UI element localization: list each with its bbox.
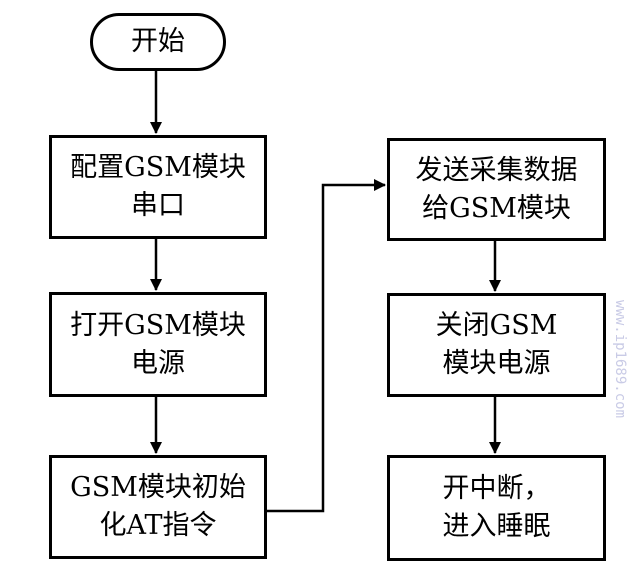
node-line: 开中断， (442, 473, 551, 504)
node-line: 给GSM模块 (422, 192, 571, 224)
edge-init-to-send (267, 179, 386, 513)
node-line: 电源 (131, 347, 185, 379)
start-terminal: 开始 (90, 13, 226, 71)
process-power-off: 关闭GSM 模块电源 (387, 293, 606, 397)
node-line: 化AT指令 (99, 510, 217, 541)
watermark-text: www.ip1689.com (612, 300, 628, 419)
node-line: 进入睡眠 (442, 511, 551, 542)
process-sleep: 开中断， 进入睡眠 (387, 455, 606, 561)
node-line: GSM模块初始 (70, 472, 246, 503)
start-label: 开始 (131, 26, 185, 57)
node-line: 发送采集数据 (415, 154, 578, 186)
node-line: 配置GSM模块 (70, 152, 246, 183)
node-line: 关闭GSM (435, 310, 558, 341)
node-line: 串口 (131, 190, 185, 221)
process-configure-serial: 配置GSM模块 串口 (49, 135, 267, 239)
process-power-on: 打开GSM模块 电源 (49, 292, 267, 397)
process-init-at: GSM模块初始 化AT指令 (49, 455, 267, 559)
process-send-data: 发送采集数据 给GSM模块 (387, 138, 606, 241)
node-line: 打开GSM模块 (70, 309, 246, 341)
node-line: 模块电源 (442, 348, 551, 379)
